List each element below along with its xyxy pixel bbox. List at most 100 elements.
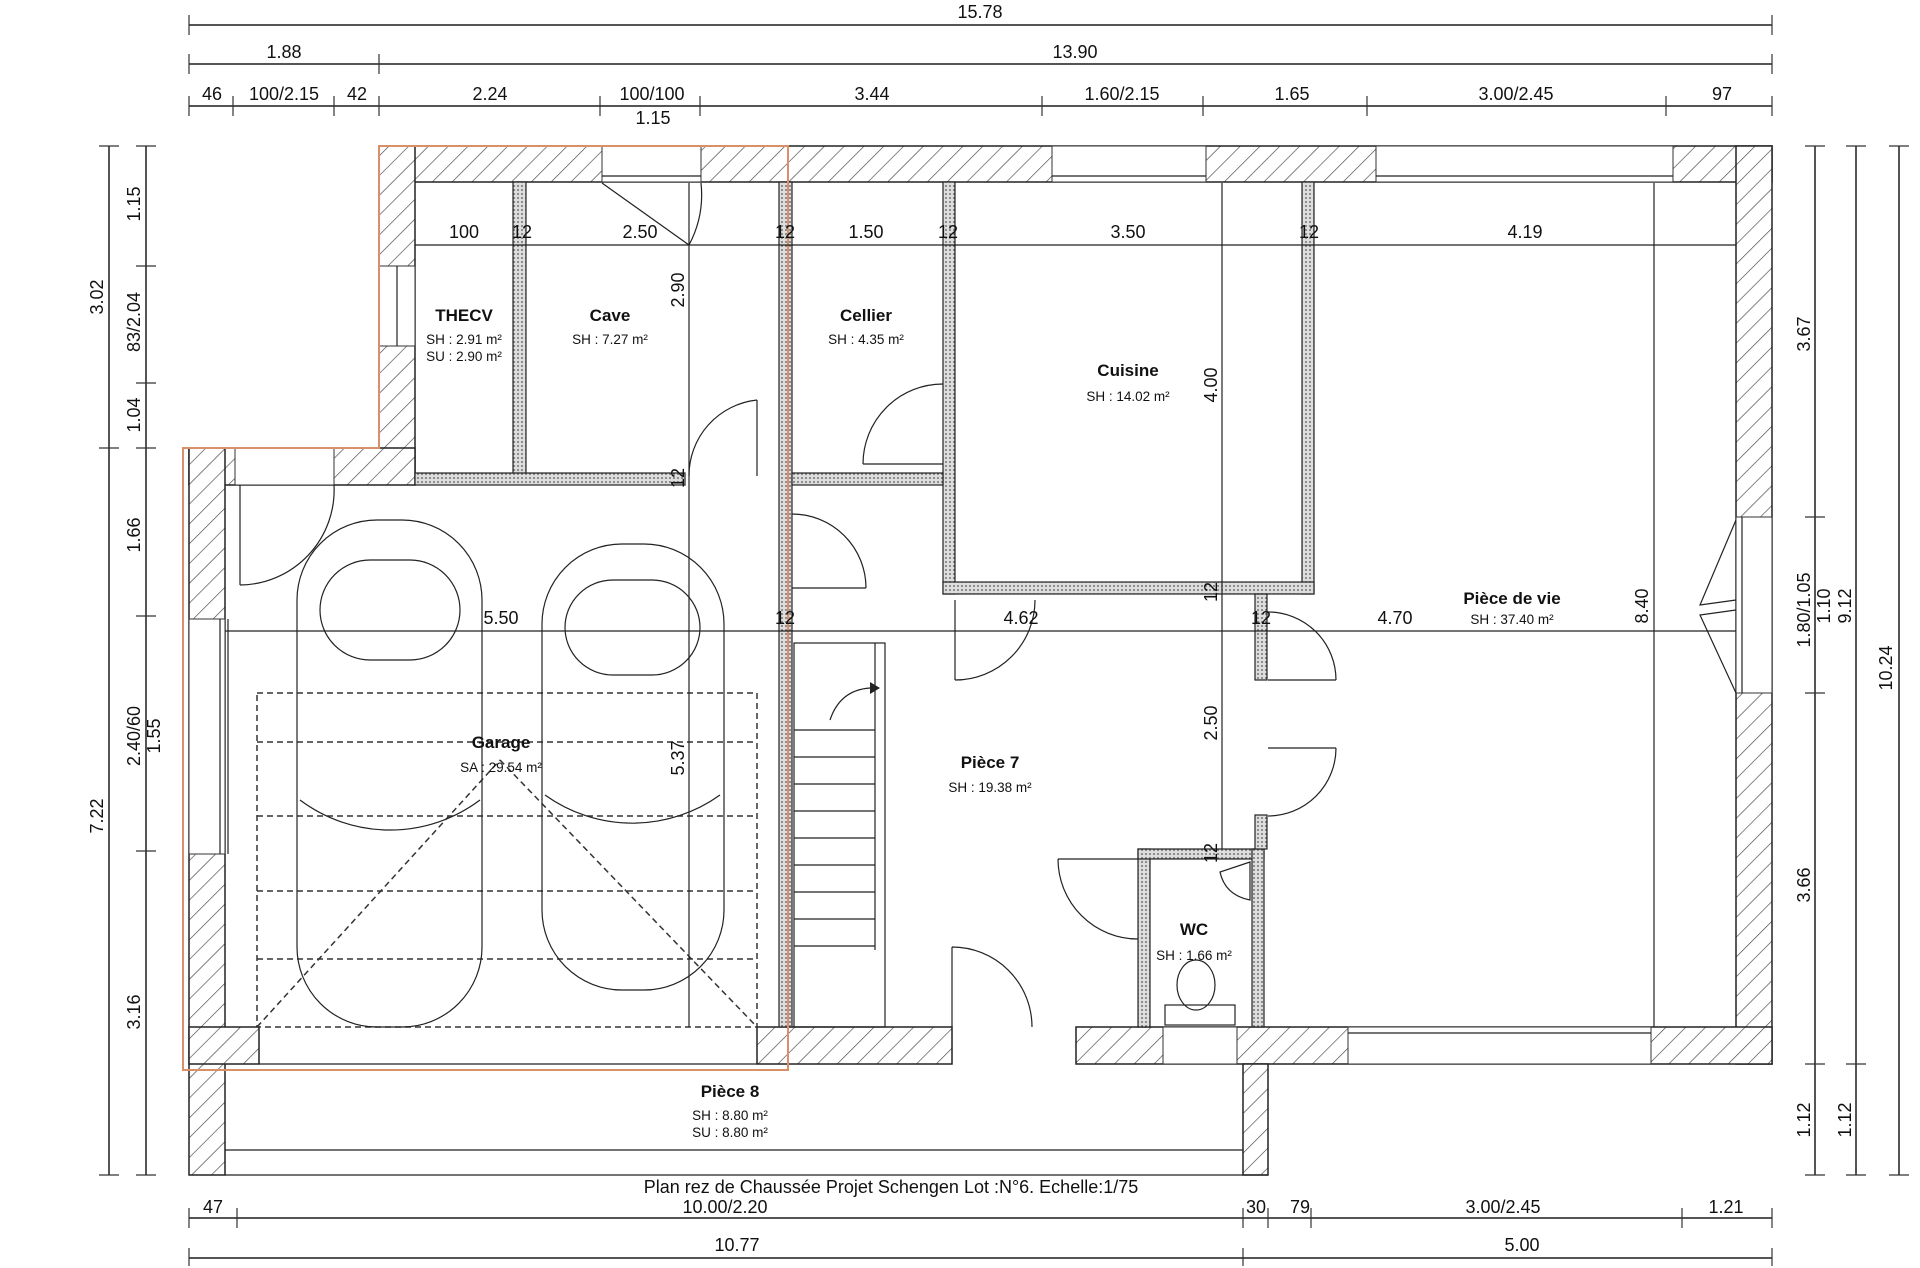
room-name: THECV [435, 306, 493, 325]
room-area: SH : 14.02 m² [1086, 389, 1170, 404]
room-piece7[interactable]: Pièce 7 SH : 19.38 m² [948, 753, 1032, 795]
dim-label: 1.66 [124, 517, 144, 552]
dim-label: 4.70 [1377, 608, 1412, 628]
dim-label: 79 [1290, 1197, 1310, 1217]
dim-label: 12 [1201, 582, 1221, 602]
room-area: SH : 2.91 m² [426, 332, 502, 347]
room-name: WC [1180, 920, 1208, 939]
dim-label: 47 [203, 1197, 223, 1217]
dim-label: 46 [202, 84, 222, 104]
outer-walls [188, 145, 1773, 1176]
door-garage-top[interactable] [239, 484, 335, 586]
garage-fixtures [256, 519, 758, 1028]
dim-label: 100 [449, 222, 479, 242]
dim-label: 83/2.04 [124, 292, 144, 352]
dim-label: 12 [512, 222, 532, 242]
room-name: Pièce 7 [961, 753, 1020, 772]
dim-label: 3.66 [1794, 867, 1814, 902]
room-garage[interactable]: Garage SA : 29.54 m² [460, 733, 542, 775]
interior-dimensions: 100 12 2.50 12 1.50 12 3.50 12 4.19 5.50… [225, 183, 1736, 1027]
dim-label: 12 [775, 222, 795, 242]
room-piece8[interactable]: Pièce 8 SH : 8.80 m² SU : 8.80 m² [692, 1082, 768, 1140]
dim-label: 12 [1299, 222, 1319, 242]
windows [188, 145, 1773, 1065]
toilet-icon [1176, 959, 1216, 1011]
french-window[interactable] [1699, 519, 1737, 694]
dim-label: 12 [938, 222, 958, 242]
dim-label: 10.00/2.20 [682, 1197, 767, 1217]
dim-label: 3.16 [124, 994, 144, 1029]
dim-label: 100/100 [619, 84, 684, 104]
left-dimensions: 3.02 7.22 1.15 83/2.04 1.04 1.66 2.40/60… [87, 145, 164, 1176]
dim-label: 3.50 [1110, 222, 1145, 242]
door-entrance[interactable] [951, 946, 1033, 1028]
dim-label: 12 [1201, 843, 1221, 863]
room-wc[interactable]: WC SH : 1.66 m² [1156, 920, 1232, 963]
dim-label: 2.90 [668, 272, 688, 307]
dim-label: 30 [1246, 1197, 1266, 1217]
dim-label: 8.40 [1632, 588, 1652, 623]
room-thecv[interactable]: THECV SH : 2.91 m² SU : 2.90 m² [426, 306, 502, 364]
dim-label: 2.50 [622, 222, 657, 242]
selection-outline[interactable] [182, 145, 789, 1071]
door-wc[interactable] [1057, 858, 1139, 940]
dim-label: 13.90 [1052, 42, 1097, 62]
room-piece-de-vie[interactable]: Pièce de vie SH : 37.40 m² [1463, 589, 1560, 627]
dim-label: 4.19 [1507, 222, 1542, 242]
dim-label: 1.12 [1794, 1102, 1814, 1137]
dim-label: 7.22 [87, 798, 107, 833]
wc-fixtures [1164, 861, 1251, 1026]
room-area: SH : 8.80 m² [692, 1108, 768, 1123]
room-area: SU : 2.90 m² [426, 349, 502, 364]
dim-label: 10.77 [714, 1235, 759, 1255]
dim-label: 1.65 [1274, 84, 1309, 104]
door-hall[interactable] [791, 513, 867, 589]
dim-label: 1.04 [124, 397, 144, 432]
dim-label: 1.21 [1708, 1197, 1743, 1217]
dim-label: 3.02 [87, 279, 107, 314]
dim-label: 10.24 [1876, 645, 1896, 690]
room-name: Cave [590, 306, 631, 325]
dim-label: 5.37 [668, 740, 688, 775]
room-area: SH : 7.27 m² [572, 332, 648, 347]
room-area: SA : 29.54 m² [460, 760, 542, 775]
room-area: SH : 19.38 m² [948, 780, 1032, 795]
dim-label: 1.55 [144, 718, 164, 753]
door-piece-de-vie[interactable] [1267, 611, 1337, 817]
room-area: SH : 4.35 m² [828, 332, 904, 347]
dim-label: 12 [775, 608, 795, 628]
dim-label: 5.00 [1504, 1235, 1539, 1255]
dim-label: 3.00/2.45 [1478, 84, 1553, 104]
interior-walls [414, 181, 1315, 1028]
door-cave[interactable] [688, 399, 758, 477]
room-cuisine[interactable]: Cuisine SH : 14.02 m² [1086, 361, 1170, 404]
dim-label: 3.44 [854, 84, 889, 104]
dim-label: 12 [1251, 608, 1271, 628]
dim-label: 2.50 [1201, 705, 1221, 740]
dim-label: 1.88 [266, 42, 301, 62]
room-area: SH : 1.66 m² [1156, 948, 1232, 963]
doors [239, 182, 1737, 1028]
room-name: Cellier [840, 306, 892, 325]
right-dimensions: 3.67 1.80/1.05 1.10 3.66 1.12 9.12 1.12 … [1794, 145, 1909, 1176]
door-cellier[interactable] [862, 383, 944, 465]
dim-label: 2.40/60 [124, 706, 144, 766]
door-piece7[interactable] [954, 599, 1036, 681]
room-name: Pièce de vie [1463, 589, 1560, 608]
dim-label: 1.50 [848, 222, 883, 242]
room-cellier[interactable]: Cellier SH : 4.35 m² [828, 306, 904, 347]
dim-label: 1.80/1.05 [1794, 572, 1814, 647]
room-area: SH : 37.40 m² [1470, 612, 1554, 627]
room-name: Pièce 8 [701, 1082, 760, 1101]
dim-label: 1.10 [1814, 588, 1834, 623]
dim-label: 4.62 [1003, 608, 1038, 628]
sink-icon [1219, 861, 1251, 901]
room-cave[interactable]: Cave SH : 7.27 m² [572, 306, 648, 347]
dim-label: 42 [347, 84, 367, 104]
dim-label: 12 [668, 468, 688, 488]
door-cave-top[interactable] [601, 182, 703, 246]
dim-label: 1.15 [124, 186, 144, 221]
room-area: SU : 8.80 m² [692, 1125, 768, 1140]
dim-label: 100/2.15 [249, 84, 319, 104]
